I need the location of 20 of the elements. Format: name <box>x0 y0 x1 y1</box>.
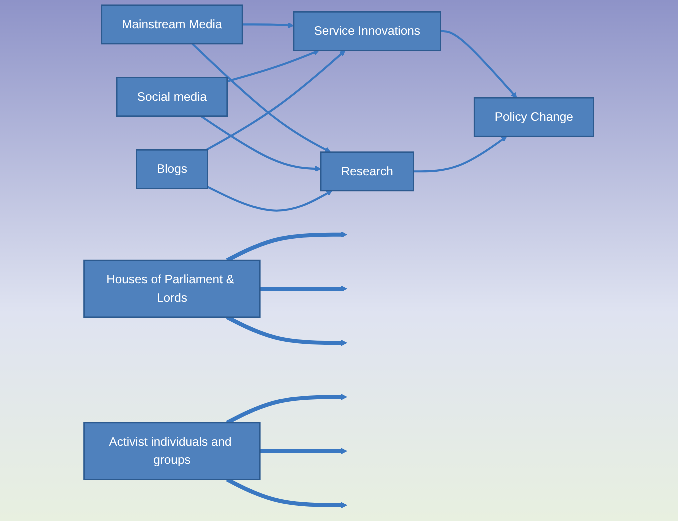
node-box: Social media <box>116 77 228 118</box>
node-box: Activist individuals and groups <box>84 422 261 480</box>
arrow <box>227 50 320 83</box>
node-box: Policy Change <box>474 97 594 138</box>
node-box: Service Innovations <box>293 12 442 52</box>
arrow <box>192 43 331 153</box>
arrow <box>207 186 333 212</box>
arrow <box>226 316 348 346</box>
node-box: Mainstream Media <box>101 4 244 45</box>
arrow <box>414 136 508 173</box>
arrow <box>440 30 518 98</box>
arrow <box>200 116 322 172</box>
arrow <box>260 286 348 292</box>
arrow <box>226 232 348 262</box>
node-box: Houses of Parliament & Lords <box>84 260 261 318</box>
node-box: Blogs <box>136 149 208 190</box>
arrow <box>206 50 346 152</box>
arrow <box>260 448 348 454</box>
node-box: Research <box>320 152 414 192</box>
arrow <box>242 22 294 29</box>
